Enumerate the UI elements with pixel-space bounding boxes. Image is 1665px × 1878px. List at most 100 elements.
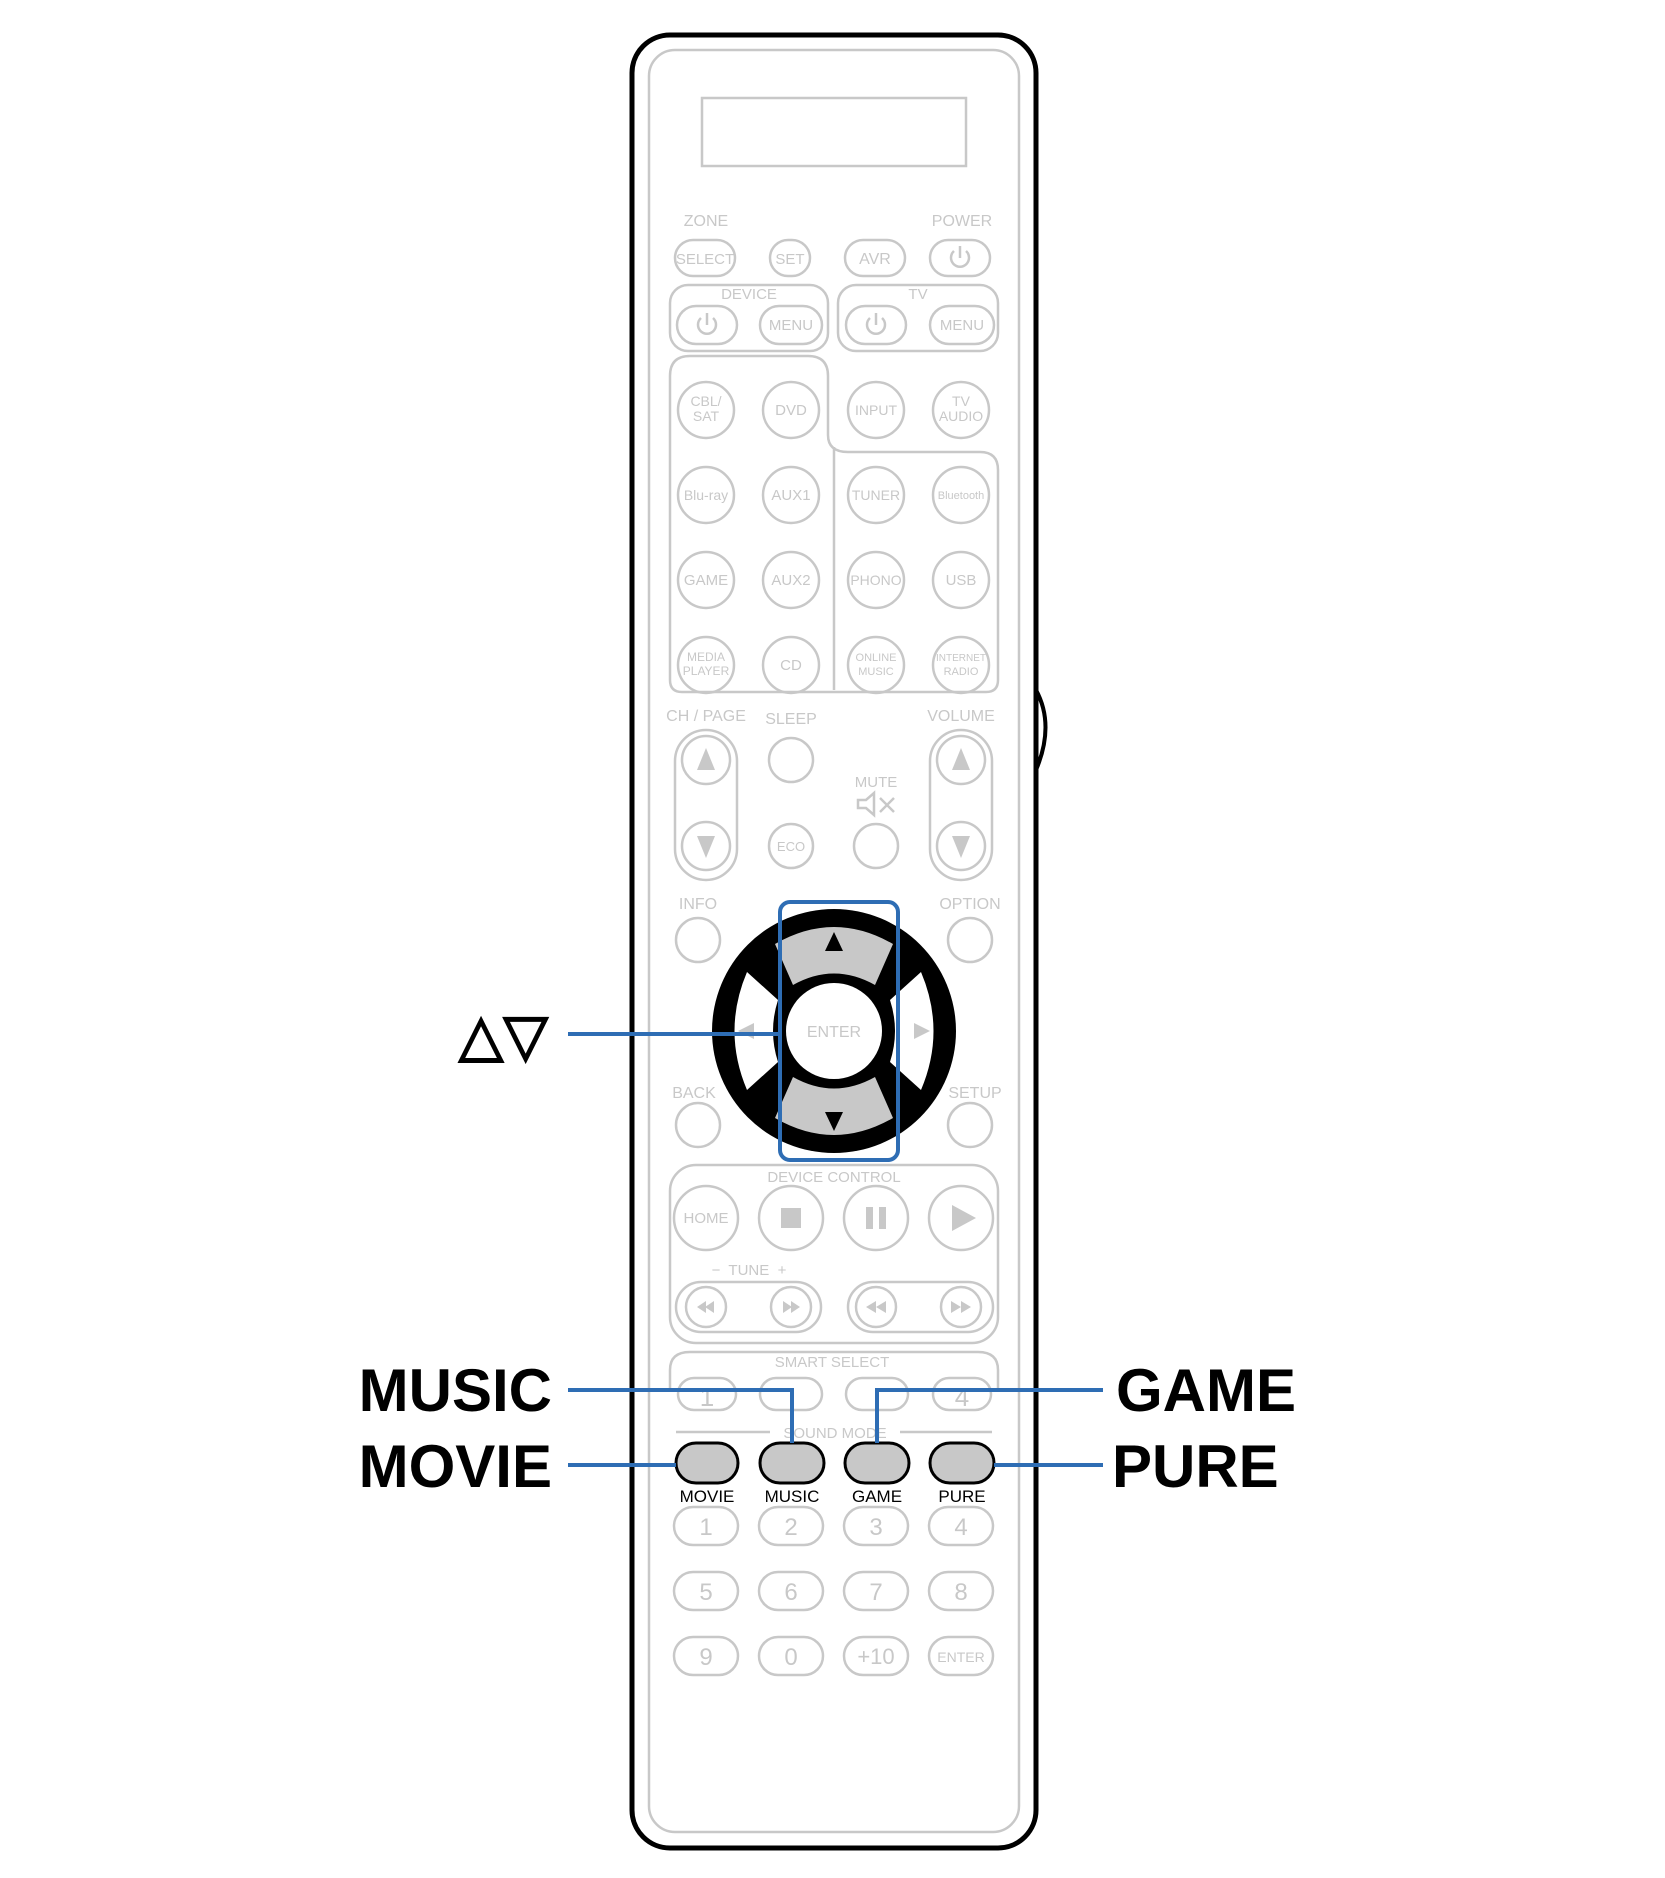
avr-button[interactable]: [843, 238, 907, 278]
number-9-button[interactable]: [672, 1635, 740, 1677]
number-7-button[interactable]: [842, 1570, 910, 1612]
power-icon: [949, 250, 971, 268]
sleep-button[interactable]: [767, 736, 815, 784]
game-callout-line: [875, 1388, 1103, 1443]
cursor-left-button[interactable]: [734, 972, 779, 1090]
ch-page-label: CH / PAGE: [666, 708, 746, 725]
aux1-button[interactable]: [761, 465, 821, 525]
phono-button[interactable]: [846, 550, 906, 610]
number-plus10-button[interactable]: [842, 1635, 910, 1677]
set-button[interactable]: [768, 238, 812, 278]
input-button[interactable]: [846, 380, 906, 440]
back-button[interactable]: [674, 1101, 722, 1149]
number-3-button[interactable]: [842, 1505, 910, 1547]
cd-button[interactable]: [761, 635, 821, 695]
arrows-callout-label: △▽: [457, 1003, 550, 1068]
media-player-label-2: PLAYER: [683, 664, 730, 678]
usb-button[interactable]: [931, 550, 991, 610]
smart-select-label: SMART SELECT: [775, 1354, 889, 1371]
number-8-button[interactable]: [927, 1570, 995, 1612]
cbl-sat-button[interactable]: [676, 380, 736, 440]
device-power-button[interactable]: [675, 304, 739, 346]
dvd-button[interactable]: [761, 380, 821, 440]
internet-radio-label-1: INTERNET: [936, 653, 986, 664]
rewind-button[interactable]: [854, 1285, 898, 1329]
smart-select-1-label: 1: [700, 1382, 714, 1412]
cd-label: CD: [780, 657, 802, 674]
media-player-button[interactable]: [676, 635, 736, 695]
tv-power-button[interactable]: [844, 304, 908, 346]
setup-button[interactable]: [946, 1101, 994, 1149]
rewind-icon-2: [876, 1301, 886, 1313]
play-button[interactable]: [927, 1184, 995, 1252]
internet-radio-button[interactable]: [931, 635, 991, 695]
online-music-button[interactable]: [846, 635, 906, 695]
aux1-label: AUX1: [771, 487, 810, 504]
option-button[interactable]: [946, 916, 994, 964]
number-4-button[interactable]: [927, 1505, 995, 1547]
home-button[interactable]: [672, 1184, 740, 1252]
game-button[interactable]: [843, 1441, 911, 1485]
pause-button[interactable]: [842, 1184, 910, 1252]
ch-up-button[interactable]: [680, 734, 732, 786]
number-6-button[interactable]: [757, 1570, 825, 1612]
stop-button[interactable]: [757, 1184, 825, 1252]
device-menu-button[interactable]: [758, 304, 824, 346]
aux2-button[interactable]: [761, 550, 821, 610]
pure-button[interactable]: [928, 1441, 996, 1485]
number-5-button[interactable]: [672, 1570, 740, 1612]
tuner-button[interactable]: [846, 465, 906, 525]
fast-forward-button[interactable]: [939, 1285, 983, 1329]
bluray-button[interactable]: [676, 465, 736, 525]
volume-up-icon: [952, 748, 970, 770]
enter-button[interactable]: [786, 983, 882, 1079]
ch-down-button[interactable]: [680, 820, 732, 872]
skip-back-icon-2: [705, 1301, 714, 1313]
enter-label: ENTER: [807, 1024, 861, 1041]
mute-button[interactable]: [852, 822, 900, 870]
movie-button-label: MOVIE: [680, 1487, 735, 1506]
bluetooth-button[interactable]: [931, 465, 991, 525]
media-player-label-1: MEDIA: [687, 650, 725, 664]
power-button[interactable]: [928, 238, 992, 278]
info-button[interactable]: [674, 916, 722, 964]
source-area-outline: [668, 354, 1000, 694]
number-1-button[interactable]: [672, 1505, 740, 1547]
tv-label: TV: [908, 286, 927, 303]
cursor-right-button[interactable]: [890, 972, 934, 1090]
cbl-sat-label-1: CBL/: [690, 393, 721, 409]
volume-rocker[interactable]: [928, 728, 994, 882]
fast-forward-icon: [961, 1301, 971, 1313]
volume-up-button[interactable]: [935, 734, 987, 786]
eco-button[interactable]: [767, 822, 815, 870]
music-button-label: MUSIC: [765, 1487, 820, 1506]
cursor-up-button[interactable]: [775, 927, 893, 985]
movie-button[interactable]: [674, 1441, 740, 1485]
number-2-button[interactable]: [757, 1505, 825, 1547]
cursor-highlight-box: [778, 900, 900, 1162]
ch-page-rocker[interactable]: [673, 728, 739, 882]
volume-down-button[interactable]: [935, 820, 987, 872]
info-label: INFO: [679, 896, 717, 913]
cursor-down-button[interactable]: [775, 1077, 893, 1135]
number-enter-button[interactable]: [927, 1635, 995, 1677]
skip-forward-button[interactable]: [769, 1285, 813, 1329]
music-button[interactable]: [758, 1441, 826, 1485]
tv-menu-button[interactable]: [928, 304, 996, 346]
game-source-button[interactable]: [676, 550, 736, 610]
device-menu-label: MENU: [769, 317, 813, 334]
smart-select-4-button[interactable]: [931, 1376, 993, 1412]
number-0-button[interactable]: [757, 1635, 825, 1677]
tv-audio-button[interactable]: [931, 380, 991, 440]
up-arrow-icon: [825, 932, 843, 951]
game-callout-label: GAME: [1116, 1357, 1296, 1424]
smart-select-1-button[interactable]: [676, 1376, 738, 1412]
tune-rocker[interactable]: [674, 1280, 823, 1334]
display-window: [700, 96, 968, 168]
zone-select-button[interactable]: [673, 238, 737, 278]
skip-back-button[interactable]: [684, 1285, 728, 1329]
game-button-label: GAME: [852, 1487, 902, 1506]
down-arrow-icon: [825, 1112, 843, 1131]
search-rocker[interactable]: [846, 1280, 995, 1334]
